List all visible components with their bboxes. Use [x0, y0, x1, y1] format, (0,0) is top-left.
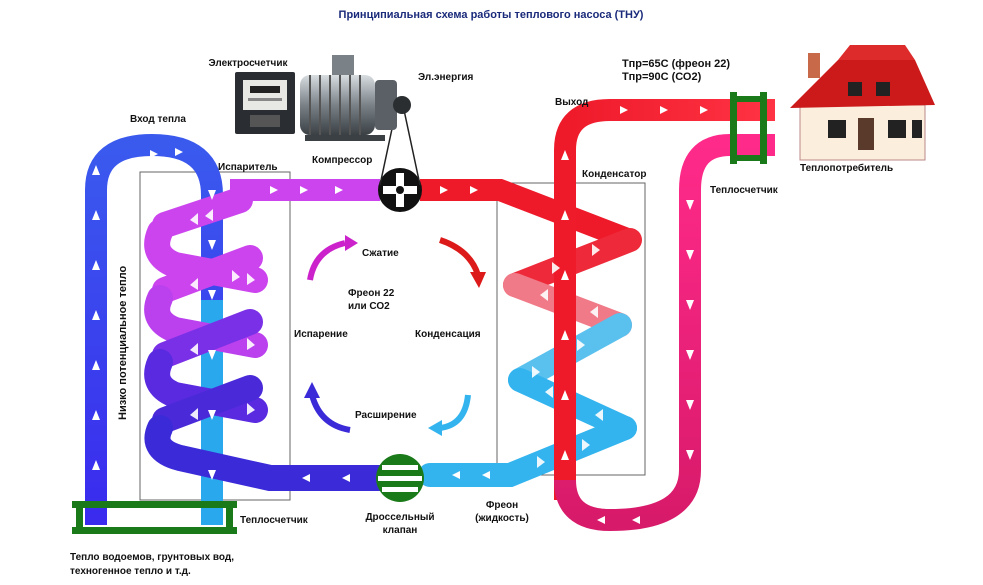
label-temp-2: Тпр=90С (СО2): [622, 71, 702, 83]
label-freon-liquid-2: (жидкость): [475, 513, 529, 524]
coil-arrows: [190, 209, 603, 468]
label-freon-2: или СО2: [348, 301, 390, 312]
label-evaporator: Испаритель: [218, 162, 278, 173]
label-source-1: Тепло водоемов, грунтовых вод,: [70, 552, 234, 563]
expansion-arrow: [309, 394, 351, 433]
label-output: Выход: [555, 97, 589, 108]
label-temp-1: Тпр=65С (фреон 22): [622, 58, 730, 70]
hot-water-loop: [554, 99, 775, 500]
evaporator-coil: [144, 187, 393, 491]
label-heat-meter-left: Теплосчетчик: [240, 515, 309, 526]
label-condenser: Конденсатор: [582, 169, 646, 180]
electric-motor-icon: [300, 55, 411, 141]
label-heat-meter-right: Теплосчетчик: [710, 185, 779, 196]
label-compression: Сжатие: [362, 248, 399, 259]
diagram-title: Принципиальная схема работы теплового на…: [339, 9, 644, 21]
compression-arrow: [307, 240, 346, 281]
label-meter: Электросчетчик: [208, 58, 288, 69]
heat-meter-right: [730, 92, 767, 164]
house-icon: [790, 45, 935, 161]
electric-meter-icon: [235, 72, 295, 134]
label-freon-liquid-1: Фреон: [486, 500, 518, 511]
label-condensation: Конденсация: [415, 329, 481, 340]
label-valve-1: Дроссельный: [365, 512, 434, 523]
compression-arrowhead: [345, 235, 358, 251]
label-consumer: Теплопотребитель: [800, 162, 893, 174]
hot-water-loop-bottom: [554, 134, 775, 532]
liquid-arrow: [439, 394, 471, 431]
label-low-heat: Низко потенциальное тепло: [117, 266, 129, 420]
label-expansion: Расширение: [355, 410, 417, 421]
condensation-arrowhead: [470, 272, 486, 288]
heat-meter-left: [72, 501, 237, 534]
compressor-icon: [378, 168, 422, 212]
label-compressor: Компрессор: [312, 155, 372, 166]
source-loop-pipe: [85, 133, 223, 525]
flow-arrows: [92, 106, 708, 524]
label-source-2: техногенное тепло и т.д.: [70, 566, 191, 577]
label-freon-1: Фреон 22: [348, 288, 395, 299]
label-heat-in: Вход тепла: [130, 114, 186, 125]
expansion-arrowhead: [304, 382, 320, 398]
throttle-valve-icon: [376, 454, 424, 502]
condensation-arrow: [438, 237, 481, 277]
label-energy: Эл.энергия: [418, 72, 474, 83]
liquid-arrowhead: [428, 420, 442, 436]
label-evaporation: Испарение: [294, 329, 348, 340]
label-valve-2: клапан: [383, 525, 418, 536]
